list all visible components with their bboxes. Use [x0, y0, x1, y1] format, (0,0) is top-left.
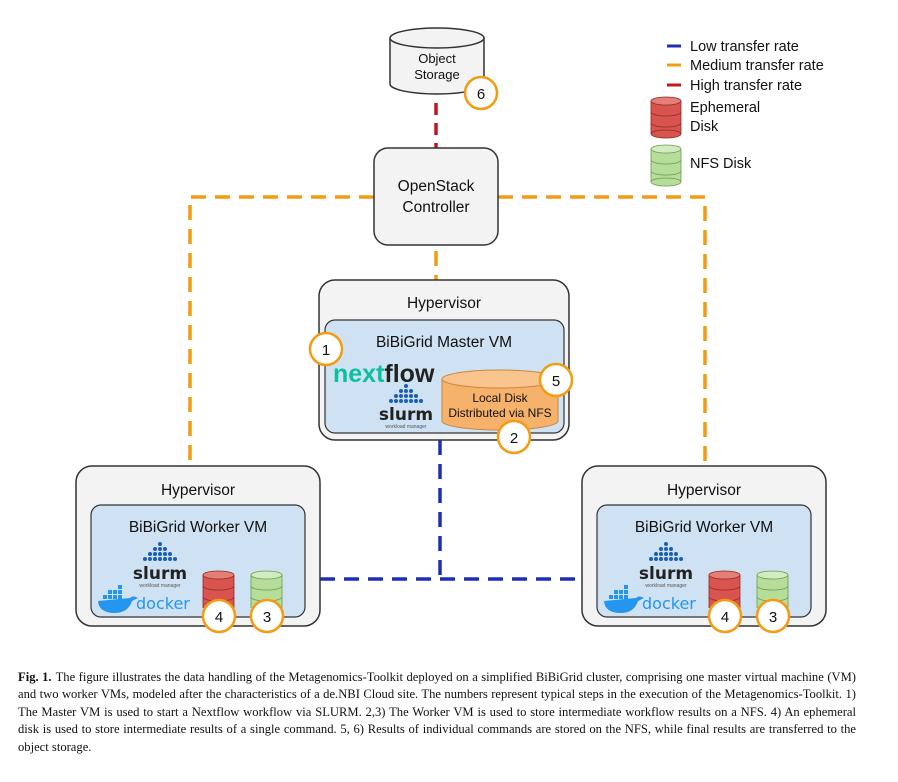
docker-logo: docker: [604, 585, 696, 613]
worker-right-hypervisor-label: Hypervisor: [667, 482, 741, 499]
worker-left-hypervisor: Hypervisor BiBiGrid Worker VM slurm work…: [75, 465, 321, 627]
svg-text:2: 2: [510, 430, 518, 447]
legend-nfs-label: NFS Disk: [690, 156, 752, 172]
cluster-diagram: Object Storage 6 OpenStack Controller Lo…: [75, 27, 827, 634]
controller-to-right-worker-link: [498, 195, 707, 466]
svg-text:5: 5: [552, 373, 560, 390]
legend: Low transfer rate Medium transfer rate H…: [650, 39, 824, 187]
figure-caption-text: The figure illustrates the data handling…: [18, 669, 856, 754]
svg-text:slurm: slurm: [379, 405, 433, 425]
legend-high-label: High transfer rate: [690, 78, 802, 94]
legend-low-label: Low transfer rate: [690, 39, 799, 55]
svg-text:1: 1: [322, 342, 330, 359]
svg-text:docker: docker: [642, 594, 696, 613]
openstack-controller: OpenStack Controller: [373, 147, 499, 246]
svg-text:slurm: slurm: [639, 564, 693, 584]
step-5-badge: 5: [538, 362, 574, 398]
slurm-logo: slurm workload manager: [639, 542, 693, 589]
legend-ephemeral-label-line2: Disk: [690, 119, 719, 135]
ephemeral-disk-icon: [650, 96, 682, 139]
svg-text:3: 3: [769, 609, 777, 626]
step-4-badge-left: 4: [201, 598, 237, 634]
local-disk-label-line1: Local Disk: [472, 391, 528, 405]
object-storage-label-line2: Storage: [414, 67, 460, 82]
medium-rate-links: [188, 195, 707, 466]
local-disk-nfs: Local Disk Distributed via NFS: [441, 369, 559, 431]
svg-text:3: 3: [263, 609, 271, 626]
controller-label-line2: Controller: [402, 199, 469, 216]
docker-whale-icon: [98, 596, 138, 613]
controller-to-left-worker-link: [188, 195, 374, 466]
worker-right-hypervisor: Hypervisor BiBiGrid Worker VM slurm work…: [581, 465, 827, 627]
svg-text:slurm: slurm: [133, 564, 187, 584]
svg-text:6: 6: [477, 86, 485, 103]
step-4-badge-right: 4: [707, 598, 743, 634]
svg-text:workload manager: workload manager: [385, 424, 426, 430]
svg-text:workload manager: workload manager: [645, 583, 686, 589]
nfs-disk-icon: [650, 144, 682, 187]
worker-left-vm-label: BiBiGrid Worker VM: [129, 519, 267, 536]
object-storage-label-line1: Object: [418, 51, 456, 66]
local-disk-label-line2: Distributed via NFS: [448, 406, 551, 420]
legend-medium-label: Medium transfer rate: [690, 58, 824, 74]
svg-text:4: 4: [721, 609, 729, 626]
docker-logo: docker: [98, 585, 190, 613]
step-6-badge: 6: [463, 75, 499, 111]
step-1-badge: 1: [308, 331, 344, 367]
nextflow-logo: nextflow: [333, 360, 435, 388]
step-3-badge-right: 3: [755, 598, 791, 634]
figure-caption: Fig. 1.The figure illustrates the data h…: [18, 669, 856, 757]
nfs-disk-icon: [756, 570, 789, 608]
step-3-badge-left: 3: [249, 598, 285, 634]
master-vm-label: BiBiGrid Master VM: [376, 334, 512, 351]
controller-label-line1: OpenStack: [398, 178, 475, 195]
step-2-badge: 2: [496, 419, 532, 455]
svg-text:docker: docker: [136, 594, 190, 613]
master-hypervisor-label: Hypervisor: [407, 295, 481, 312]
slurm-logo: slurm workload manager: [133, 542, 187, 589]
master-hypervisor: Hypervisor BiBiGrid Master VM nextflow s…: [318, 279, 570, 441]
object-storage: Object Storage: [389, 27, 485, 95]
low-rate-links: [320, 440, 582, 581]
docker-whale-icon: [604, 596, 644, 613]
figure-caption-label: Fig. 1.: [18, 669, 52, 684]
worker-left-hypervisor-label: Hypervisor: [161, 482, 235, 499]
svg-text:workload manager: workload manager: [139, 583, 180, 589]
svg-text:4: 4: [215, 609, 223, 626]
slurm-logo: slurm workload manager: [379, 384, 433, 430]
worker-right-vm-label: BiBiGrid Worker VM: [635, 519, 773, 536]
legend-ephemeral-label-line1: Ephemeral: [690, 100, 760, 116]
